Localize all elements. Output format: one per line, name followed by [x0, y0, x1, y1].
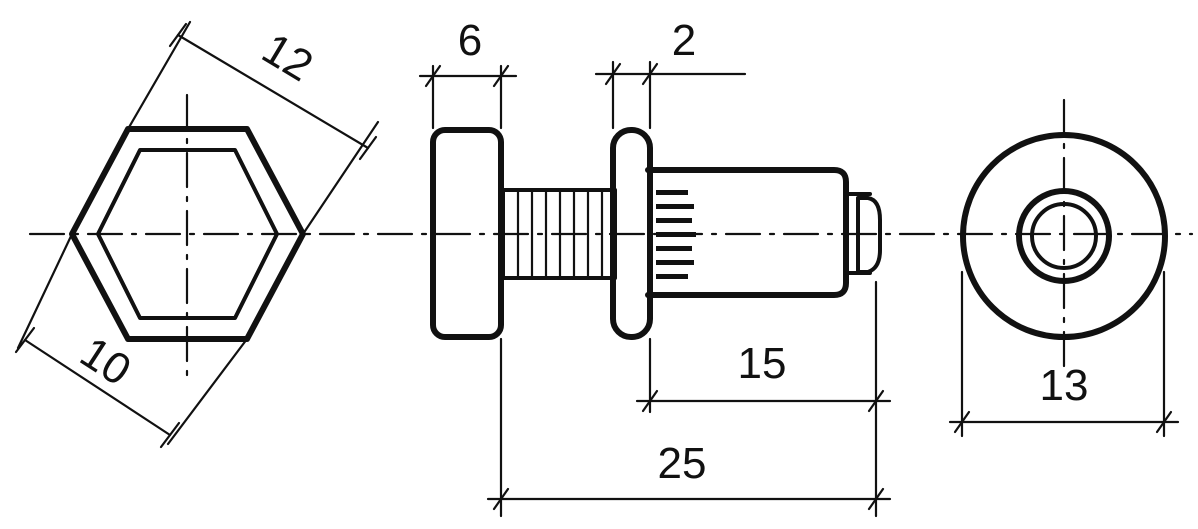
washer [610, 127, 653, 340]
hex-inner [96, 148, 279, 320]
dim-tick [641, 62, 659, 86]
dim-label-12: 12 [254, 24, 321, 91]
dim-tick [358, 135, 378, 161]
hex-extension-line [166, 337, 249, 446]
sleeve-body [645, 167, 849, 298]
end-view: 13 [948, 98, 1180, 438]
dim-label-13: 13 [1040, 361, 1089, 410]
dim-tick [604, 62, 622, 86]
dim-label-15: 15 [738, 339, 787, 388]
dim-line-10 [23, 338, 172, 437]
dim-tick [424, 64, 442, 88]
dim-label-2: 2 [672, 16, 696, 65]
dim-tick [953, 410, 971, 434]
knurl-marks [656, 190, 696, 279]
dim-label-6: 6 [458, 16, 482, 65]
dim-tick [159, 421, 181, 449]
bolt-side-view: 6 2 15 25 [418, 16, 892, 518]
dim-line-12 [176, 33, 370, 150]
dim-tick [14, 326, 36, 354]
pin-end [856, 196, 882, 274]
hex-extension-line [16, 232, 74, 350]
dim-label-25: 25 [658, 439, 707, 488]
dim-tick [641, 389, 659, 413]
dim-tick [867, 487, 885, 511]
thread-lines [516, 188, 604, 280]
hex-extension-line [126, 20, 192, 131]
dim-tick [867, 389, 885, 413]
dim-tick [492, 487, 510, 511]
dim-tick [492, 64, 510, 88]
dim-tick [168, 22, 188, 48]
dim-tick [1155, 410, 1173, 434]
hex-extension-line [301, 120, 380, 236]
